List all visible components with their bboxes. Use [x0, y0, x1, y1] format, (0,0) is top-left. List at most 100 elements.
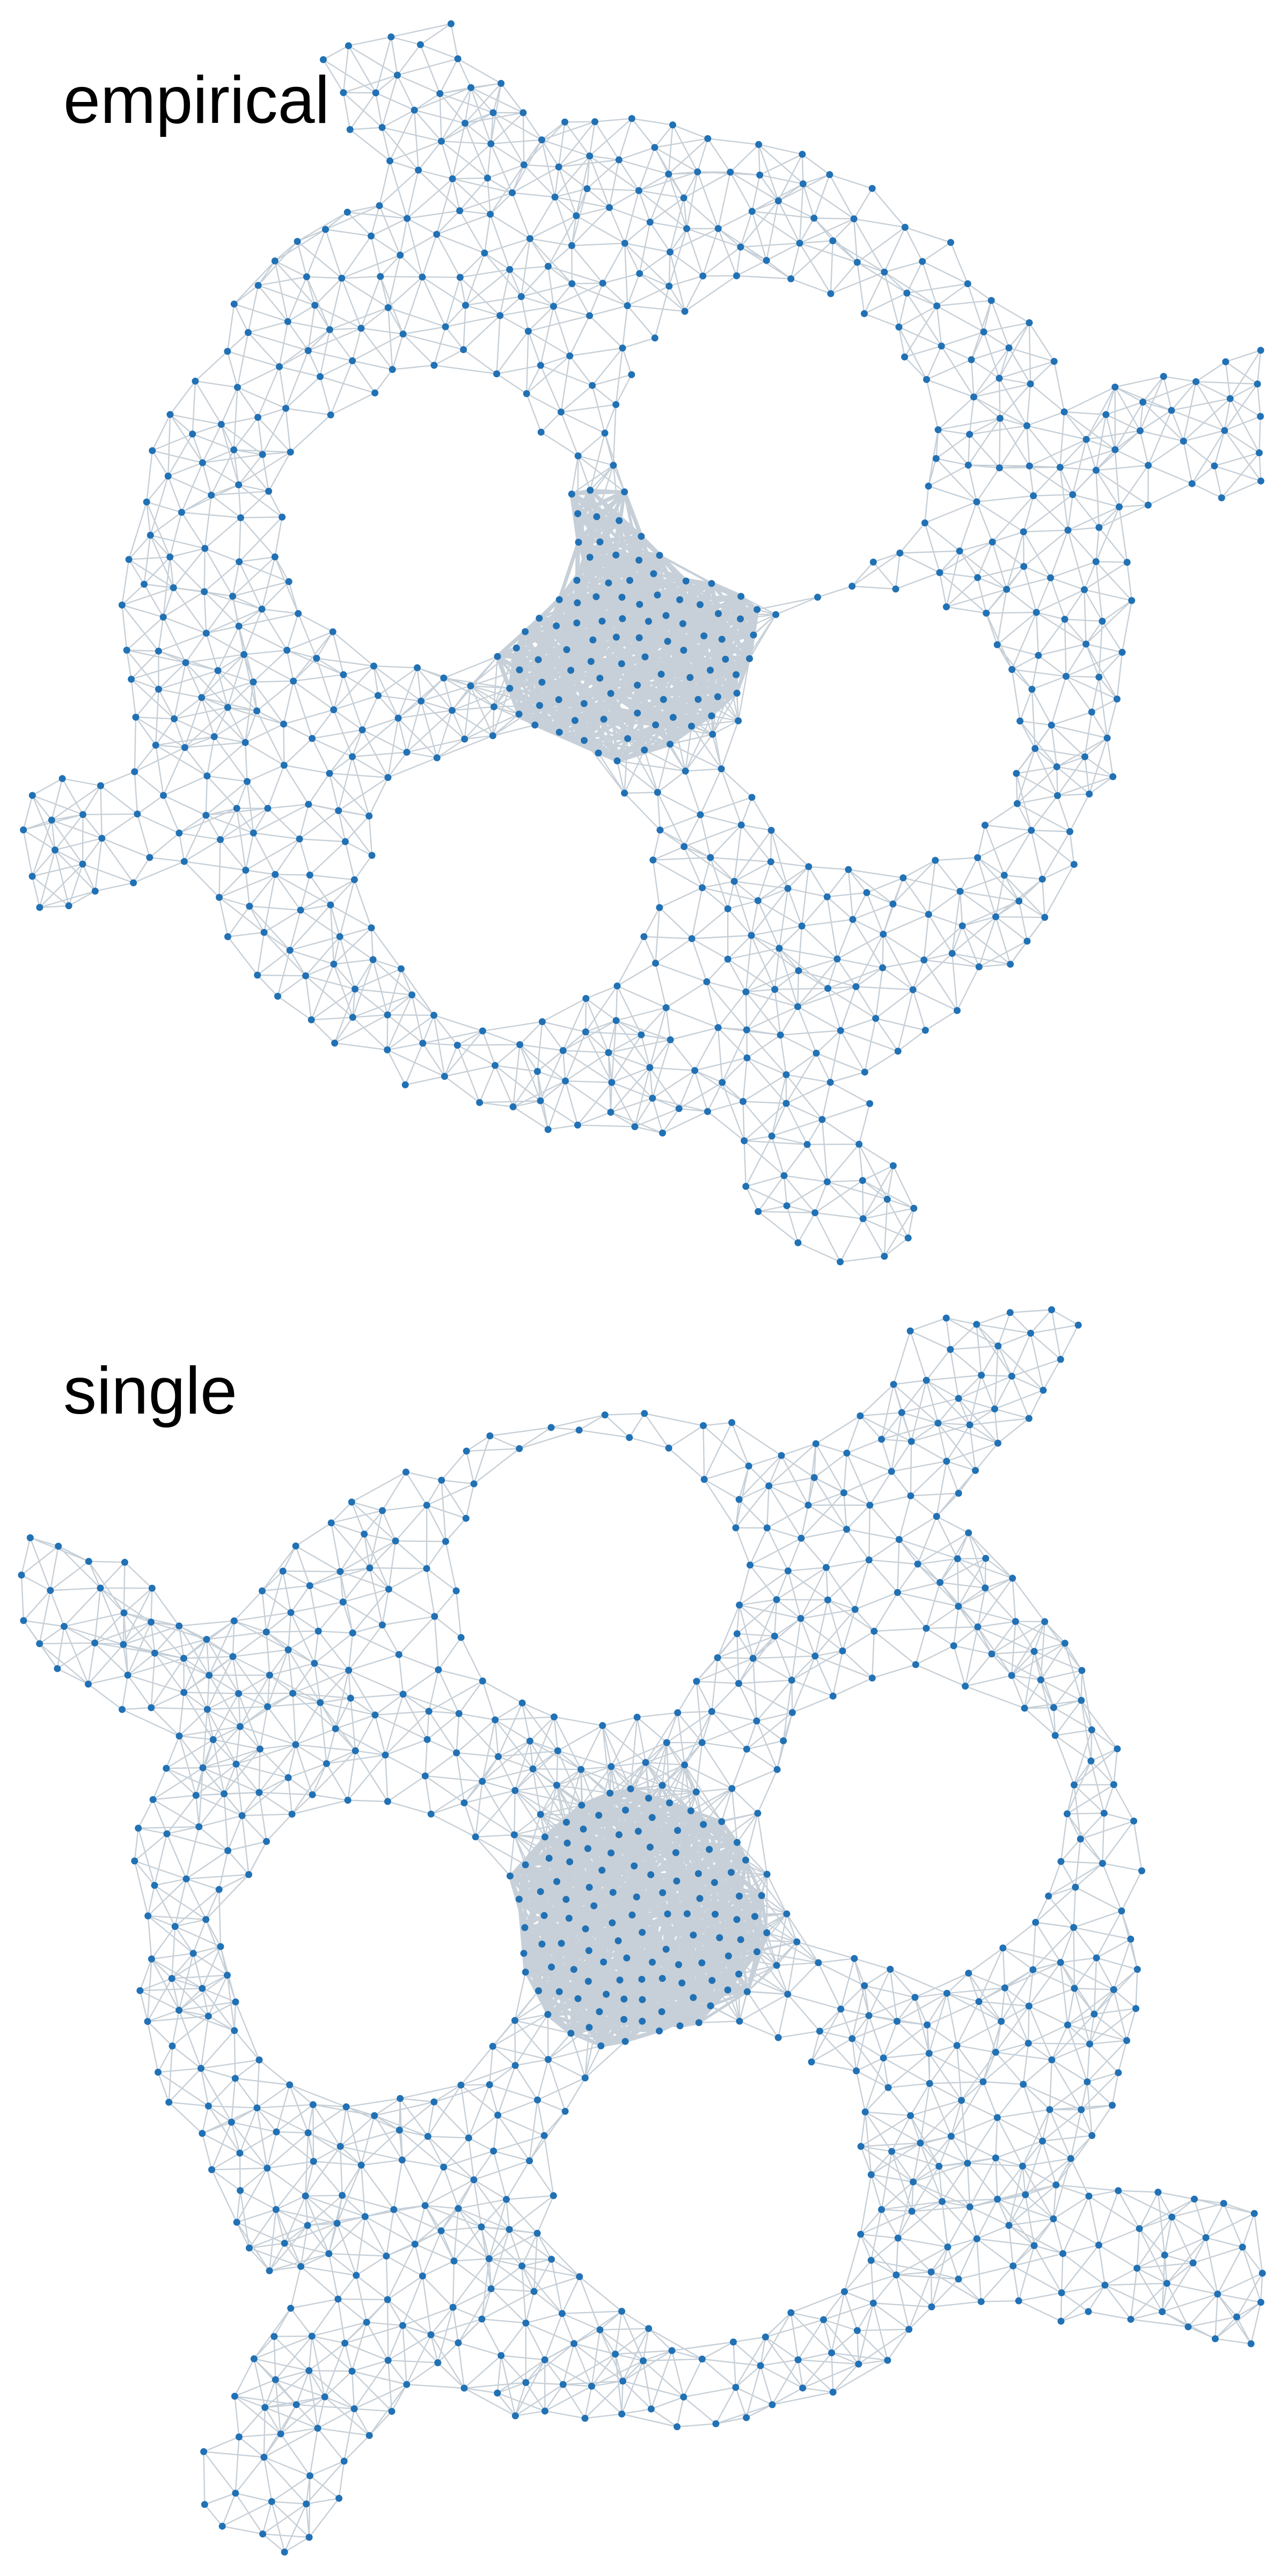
- graph-edge: [844, 2260, 872, 2292]
- graph-edge: [1023, 494, 1073, 532]
- graph-node: [826, 171, 833, 178]
- graph-edge: [437, 1669, 460, 1714]
- graph-edge: [522, 1702, 554, 1718]
- graph-edge: [854, 218, 905, 228]
- graph-node: [522, 628, 529, 635]
- graph-edge: [819, 2015, 869, 2032]
- graph-edge: [604, 404, 617, 434]
- graph-node: [280, 762, 288, 769]
- graph-node: [607, 1109, 614, 1116]
- graph-node: [694, 168, 701, 175]
- graph-edge: [759, 2365, 773, 2405]
- graph-edge: [798, 958, 838, 971]
- graph-edge: [406, 1471, 442, 1481]
- graph-edge: [1013, 2265, 1062, 2294]
- graph-edge: [233, 303, 288, 323]
- graph-edge: [439, 58, 459, 94]
- graph-edge: [1139, 430, 1149, 466]
- graph-edge: [774, 970, 799, 990]
- graph-edge: [1115, 449, 1149, 466]
- graph-edge: [87, 1644, 124, 1685]
- graph-edge: [240, 2190, 276, 2211]
- graph-edge: [342, 1601, 383, 1626]
- graph-edge: [857, 261, 885, 273]
- graph-edge: [734, 881, 752, 936]
- graph-edge: [174, 1878, 187, 1927]
- graph-edge: [801, 925, 838, 960]
- graph-edge: [862, 1165, 894, 1219]
- graph-node: [166, 411, 174, 418]
- graph-edge: [601, 620, 646, 658]
- graph-node: [513, 644, 520, 652]
- graph-edge: [717, 1027, 723, 1083]
- graph-edge: [547, 215, 577, 267]
- graph-edge: [387, 2360, 407, 2385]
- graph-edge: [816, 1052, 865, 1073]
- graph-node: [437, 137, 445, 145]
- graph-edge: [883, 1208, 914, 1257]
- graph-edge: [666, 1712, 678, 1743]
- graph-edge: [1095, 561, 1132, 601]
- graph-edge: [892, 860, 936, 905]
- graph-edge: [962, 925, 980, 967]
- graph-edge: [204, 548, 233, 597]
- graph-edge: [1004, 830, 1032, 876]
- graph-edge: [541, 139, 590, 157]
- graph-edge: [308, 350, 321, 377]
- graph-edge: [898, 326, 942, 347]
- graph-node: [1070, 861, 1078, 868]
- graph-edge: [421, 234, 437, 277]
- graph-edge: [155, 718, 175, 746]
- graph-edge: [662, 1108, 680, 1133]
- graph-edge: [786, 1081, 831, 1104]
- graph-node: [651, 334, 658, 342]
- graph-edge: [1013, 2253, 1063, 2267]
- graph-edge: [588, 516, 598, 558]
- graph-edge: [618, 147, 655, 160]
- graph-panel-empirical: empirical: [20, 20, 1264, 1265]
- graph-edge: [348, 1670, 376, 1716]
- graph-edge: [1230, 398, 1261, 417]
- graph-edge: [745, 948, 780, 992]
- graph-edge: [295, 1744, 327, 1765]
- graph-edge: [387, 757, 437, 778]
- graph-edge: [525, 2322, 574, 2345]
- graph-edge: [232, 1621, 235, 1657]
- graph-node: [236, 558, 243, 566]
- graph-edge: [665, 1007, 719, 1028]
- graph-edge: [897, 1029, 926, 1052]
- graph-edge: [82, 863, 96, 892]
- graph-edge: [337, 2275, 357, 2300]
- graph-edge: [218, 839, 221, 898]
- graph-edge: [870, 2174, 913, 2212]
- graph-node: [605, 1049, 612, 1056]
- graph-edge: [1012, 669, 1066, 677]
- graph-edge: [186, 1874, 249, 1880]
- graph-edge: [171, 2010, 180, 2046]
- graph-edge: [588, 557, 604, 621]
- graph-edge: [827, 988, 841, 1031]
- graph-edge: [418, 169, 453, 180]
- graph-edge: [234, 2396, 240, 2438]
- graph-edge: [660, 674, 675, 718]
- graph-edge: [600, 582, 611, 622]
- graph-node: [680, 843, 688, 850]
- graph-edge: [694, 1070, 708, 1112]
- graph-edge: [375, 1693, 404, 1716]
- graph-edge: [638, 147, 656, 191]
- graph-edge: [998, 322, 1030, 379]
- graph-edge: [233, 449, 269, 492]
- graph-edge: [912, 2165, 940, 2183]
- graph-node: [519, 109, 527, 116]
- graph-edge: [765, 2336, 799, 2361]
- graph-edge: [1051, 725, 1058, 767]
- graph-edge: [662, 1111, 708, 1134]
- graph-edge: [1033, 466, 1061, 496]
- graph-node: [1095, 524, 1103, 531]
- graph-edge: [173, 548, 206, 588]
- graph-node: [1015, 897, 1023, 905]
- graph-edge: [211, 484, 239, 496]
- graph-edge: [421, 276, 447, 327]
- graph-edge: [737, 658, 750, 721]
- graph-node: [330, 706, 338, 713]
